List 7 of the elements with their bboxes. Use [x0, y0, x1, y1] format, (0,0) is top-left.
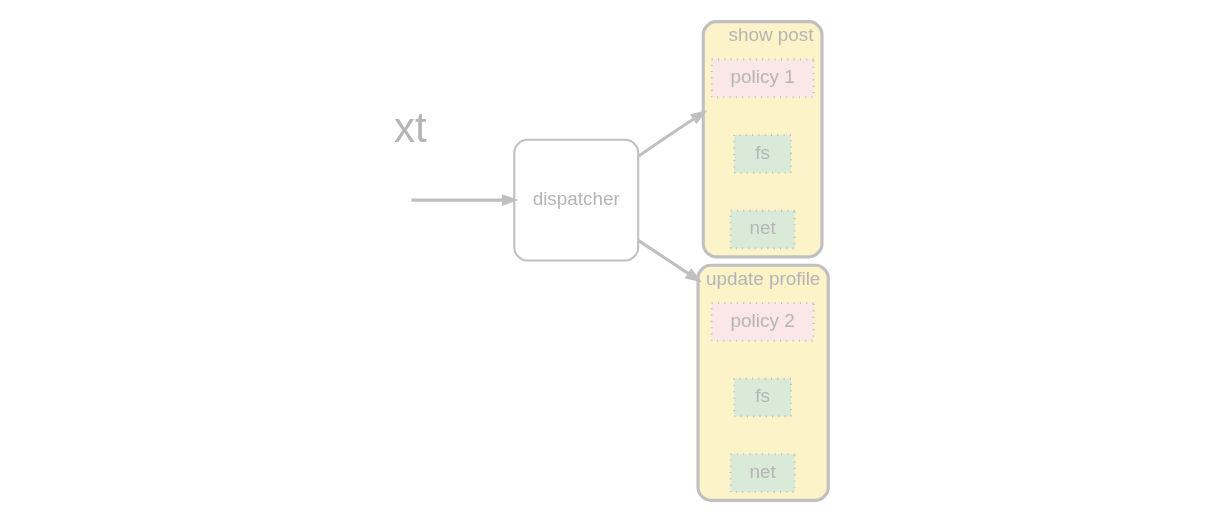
arrow: [411, 193, 519, 206]
label: xt: [394, 103, 427, 151]
arrow: [637, 238, 703, 283]
node-box: dispatcher: [513, 138, 640, 262]
node-box: policy 1: [710, 57, 815, 98]
arrow: [637, 109, 708, 158]
node-box: policy 2: [710, 301, 815, 342]
